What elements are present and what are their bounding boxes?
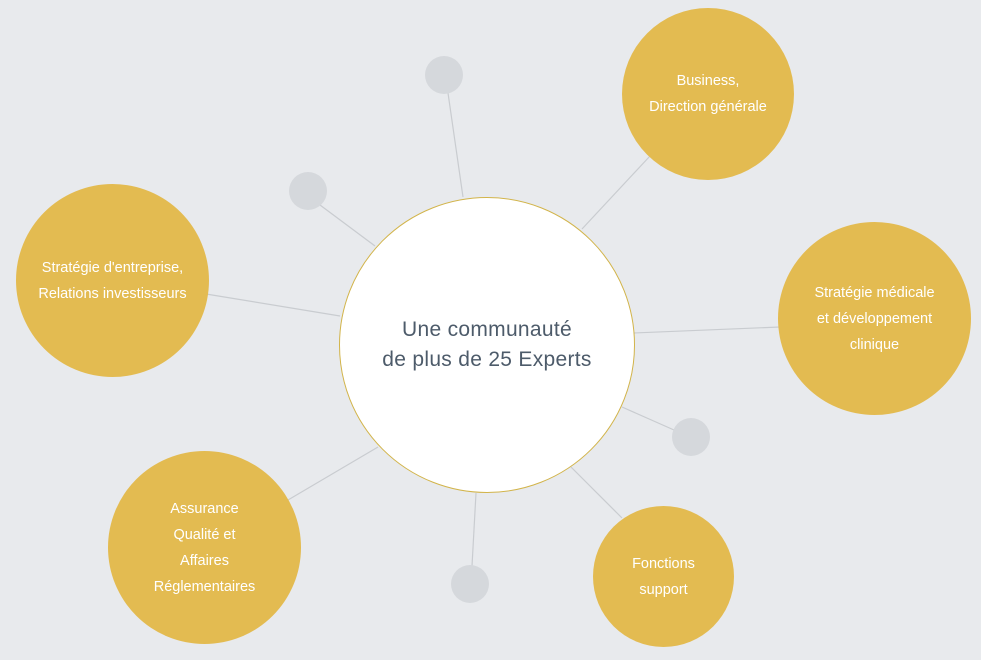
topic-corporate-strategy: Stratégie d'entreprise, Relations invest… <box>16 184 209 377</box>
topic-business-label: Business, Direction générale <box>649 73 767 115</box>
topic-quality-regulatory-label: Assurance Qualité et Affaires Réglementa… <box>153 500 256 595</box>
satellite-dot-top <box>425 56 463 94</box>
satellite-dot-bottom <box>451 565 489 603</box>
connector-medical <box>633 326 781 334</box>
connector-dot-upper-left <box>319 204 376 247</box>
connector-dot-top <box>447 92 464 198</box>
connector-business <box>581 155 651 230</box>
connector-dot-right <box>621 406 675 431</box>
center-node: Une communauté de plus de 25 Experts <box>339 197 635 493</box>
topic-medical-strategy: Stratégie médicale et développement clin… <box>778 222 971 415</box>
topic-corporate-strategy-label: Stratégie d'entreprise, Relations invest… <box>38 259 187 302</box>
topic-support-functions: Fonctions support <box>593 506 734 647</box>
connector-quality <box>287 446 379 501</box>
connector-dot-bottom <box>471 492 477 567</box>
satellite-dot-right <box>672 418 710 456</box>
topic-business: Business, Direction générale <box>622 8 794 180</box>
topic-medical-strategy-label: Stratégie médicale et développement clin… <box>814 284 935 353</box>
connector-support <box>570 466 623 519</box>
topic-support-functions-label: Fonctions support <box>632 555 695 598</box>
connector-strategy <box>205 293 341 317</box>
center-node-label: Une communauté de plus de 25 Experts <box>382 318 592 371</box>
topic-quality-regulatory: Assurance Qualité et Affaires Réglementa… <box>108 451 301 644</box>
satellite-dot-upper-left <box>289 172 327 210</box>
